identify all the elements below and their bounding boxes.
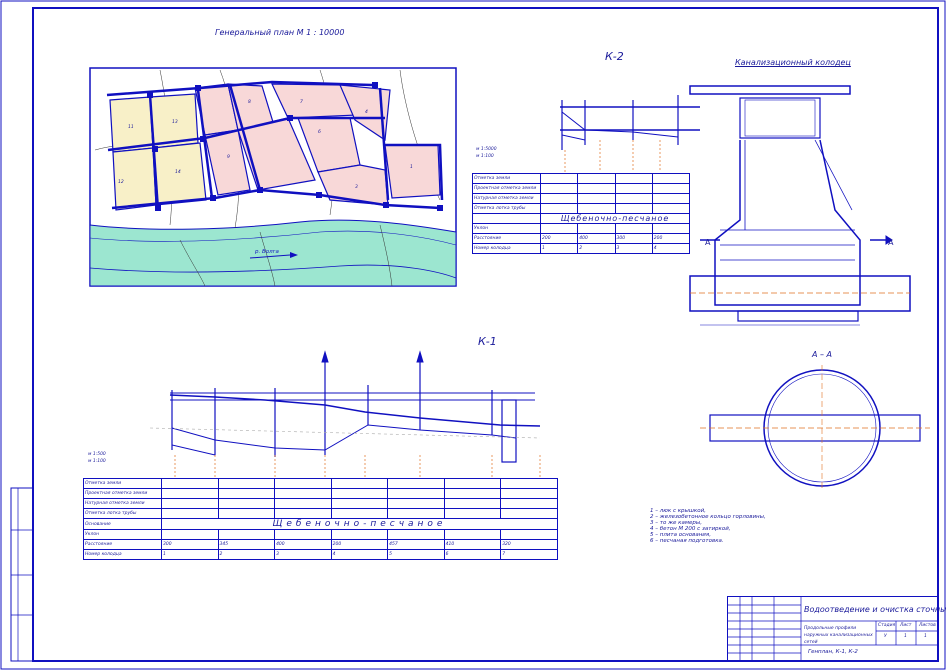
row-label: Проектная отметка земли — [472, 183, 541, 194]
legend-item: 3 – то же камеры, — [650, 520, 702, 526]
section-a-a — [700, 365, 930, 490]
stamp-col: Стадия — [878, 623, 896, 628]
plot-label: 3 — [355, 185, 358, 190]
plot-label: 12 — [118, 180, 124, 185]
row-label: Уклон — [83, 529, 162, 540]
plot-label: 6 — [318, 130, 321, 135]
k2-scale-h: м 1:5000 — [476, 147, 497, 152]
k1-scale-h: м 1:500 — [88, 452, 106, 457]
inner-frame — [32, 7, 939, 662]
k2-soil: Щебеночно-песчаное — [540, 213, 690, 224]
row-label: Номер колодца — [472, 243, 541, 254]
k1-profile-table: Отметка земли Проектная отметка земли На… — [83, 478, 558, 560]
plot-label: 13 — [172, 120, 178, 125]
row-label: Отметка лотка трубы — [472, 203, 541, 214]
row-label: Натурная отметка земли — [472, 193, 541, 204]
k2-title: К-2 — [605, 50, 624, 63]
general-plan — [89, 67, 457, 287]
plot-label: 1 — [410, 165, 413, 170]
well-title: Канализационный колодец — [735, 58, 851, 67]
k2-scale-v: м 1:100 — [476, 154, 494, 159]
stamp-col: Лист — [900, 623, 912, 628]
row-label: Натурная отметка земли — [83, 498, 162, 509]
row-label: Расстояние — [472, 233, 541, 244]
title-block: Водоотведение и очистка сточных вод Прод… — [727, 596, 946, 662]
plot-label: 11 — [128, 125, 134, 130]
stamp-col: Листов — [919, 623, 936, 628]
row-label: Отметка земли — [472, 173, 541, 184]
k1-profile — [149, 350, 541, 478]
row-label: Номер колодца — [83, 549, 162, 560]
section-marker-left: А — [705, 238, 711, 247]
row-label: Расстояние — [83, 539, 162, 550]
plan-title: Генеральный план М 1 : 10000 — [215, 28, 345, 37]
row-label: Уклон — [472, 223, 541, 234]
plot-label: 4 — [365, 110, 368, 115]
row-label: Отметка лотка трубы — [83, 508, 162, 519]
title-block-subtitle: Продольные профили наружных канализацион… — [804, 626, 873, 645]
stamp-val: 1 — [904, 634, 907, 639]
legend: 1 – люк с крышкой, 2 – железобетонное ко… — [650, 508, 766, 544]
stamp-val: 1 — [924, 634, 927, 639]
row-label — [472, 213, 541, 224]
plot-label: 14 — [175, 170, 181, 175]
legend-item: 1 – люк с крышкой, — [650, 508, 706, 514]
legend-item: 4 – бетон М 200 с затиркой, — [650, 526, 731, 532]
k1-title: К-1 — [478, 335, 497, 348]
legend-item: 5 – плита основания, — [650, 532, 711, 538]
stamp-val: У — [884, 634, 887, 639]
title-block-title: Водоотведение и очистка сточных вод — [804, 605, 946, 614]
k2-profile — [560, 95, 700, 172]
plot-label: 9 — [227, 155, 230, 160]
sewer-well-section — [689, 85, 911, 326]
k1-scale-v: м 1:100 — [88, 459, 106, 464]
legend-item: 2 – железобетонное кольцо горловины, — [650, 514, 766, 520]
row-label: Проектная отметка земли — [83, 488, 162, 499]
legend-item: 6 – песчаная подготовка. — [650, 538, 724, 544]
section-marker-right: А — [888, 238, 894, 247]
sheet-note: Генплан, К-1, К-2 — [808, 649, 858, 655]
k1-soil: Щебеночно-песчаное — [161, 518, 558, 530]
row-label: Отметка земли — [83, 478, 162, 489]
plot-label: 7 — [300, 100, 303, 105]
section-aa-title: А – А — [812, 350, 833, 359]
plot-label: 8 — [248, 100, 251, 105]
k2-profile-table: Отметка земли Проектная отметка земли На… — [472, 173, 691, 254]
river-label: р. Волга — [255, 249, 279, 255]
row-label: Основание — [83, 518, 162, 530]
